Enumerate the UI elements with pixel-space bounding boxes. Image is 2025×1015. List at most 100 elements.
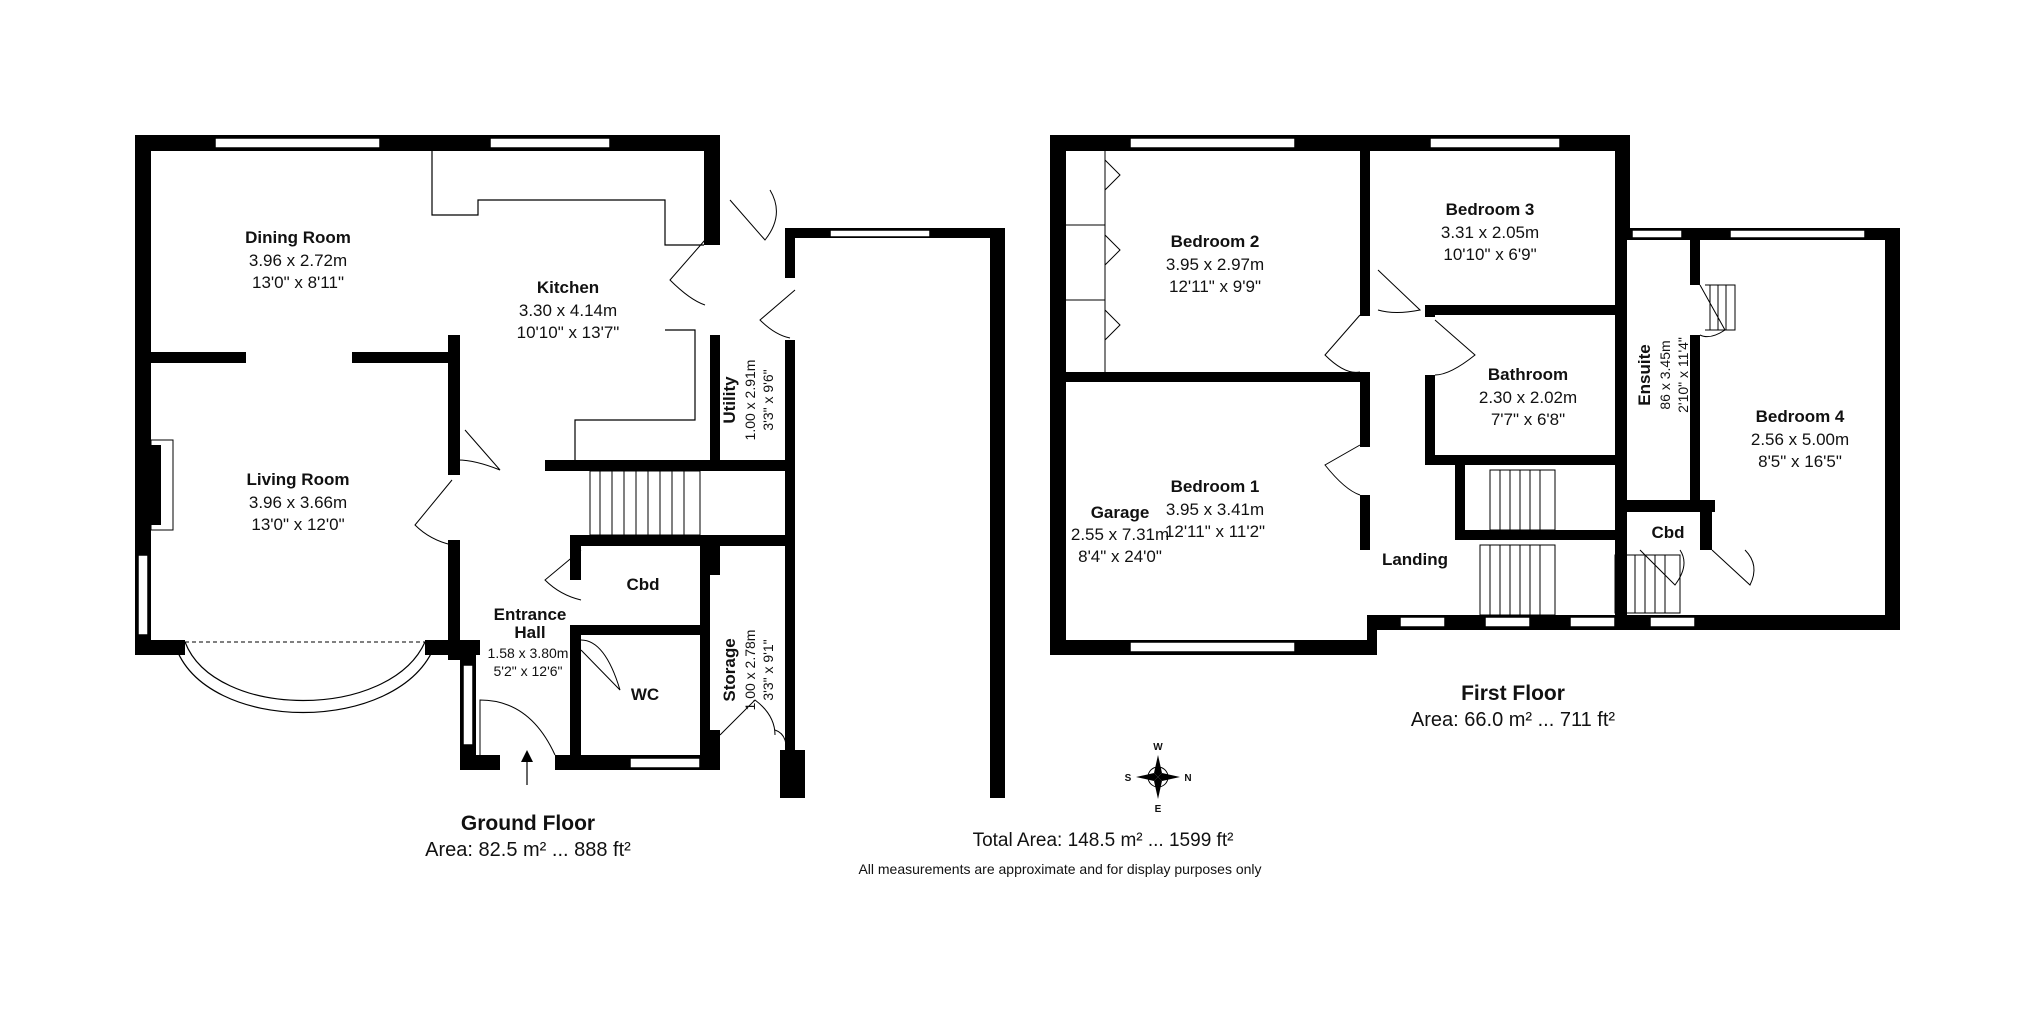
wall	[990, 228, 1005, 798]
bay-window	[174, 644, 436, 714]
compass-label: W	[1153, 742, 1163, 753]
room-metric: 3.31 x 2.05m	[1441, 223, 1539, 242]
ground-floor-labels: Dining Room 3.96 x 2.72m 13'0" x 8'11" K…	[245, 228, 1169, 861]
room-name: WC	[631, 685, 659, 704]
compass-label: N	[1184, 773, 1191, 784]
room-name: Hall	[514, 623, 545, 642]
totals: Total Area: 148.5 m² ... 1599 ft² All me…	[858, 830, 1261, 877]
wardrobe	[1066, 151, 1121, 372]
wall	[460, 755, 500, 770]
wall	[1455, 530, 1615, 540]
window	[489, 137, 611, 149]
room-imperial: 13'0" x 8'11"	[252, 273, 344, 292]
window	[1129, 137, 1296, 149]
room-name: Cbd	[1651, 523, 1684, 542]
wall	[1425, 305, 1625, 315]
room-name: Ensuite	[1635, 344, 1654, 405]
window	[1484, 616, 1531, 628]
window	[1399, 616, 1446, 628]
wall	[352, 352, 452, 363]
first-floor-labels: Bedroom 2 3.95 x 2.97m 12'11" x 9'9" Bed…	[1165, 200, 1849, 731]
wall	[1066, 372, 1366, 382]
room-metric: 2.55 x 7.31m	[1071, 525, 1169, 544]
wall	[785, 228, 795, 278]
room-name: Garage	[1091, 503, 1150, 522]
room-name: Cbd	[626, 575, 659, 594]
wall	[151, 352, 246, 363]
room-name: Entrance	[494, 605, 567, 624]
wall	[1615, 240, 1627, 510]
door-swing	[580, 639, 621, 691]
door-swing	[1434, 319, 1476, 376]
room-name: Dining Room	[245, 228, 351, 247]
kitchen-counter	[574, 329, 696, 460]
wall	[1615, 135, 1630, 235]
door-swing	[759, 289, 796, 339]
window	[462, 664, 474, 746]
wall	[700, 545, 710, 770]
entrance-arrow	[521, 750, 533, 762]
window	[137, 554, 149, 636]
wall	[570, 535, 785, 546]
room-metric: 3.30 x 4.14m	[519, 301, 617, 320]
window	[1729, 229, 1866, 239]
room-name: Bedroom 4	[1756, 407, 1845, 426]
room-imperial: 12'11" x 11'2"	[1165, 522, 1265, 541]
wall	[1455, 465, 1465, 535]
door-swing	[729, 189, 777, 241]
room-metric: 2.30 x 2.02m	[1479, 388, 1577, 407]
staircase	[589, 470, 701, 536]
wall	[570, 535, 581, 580]
room-name: Bedroom 1	[1171, 477, 1260, 496]
wall	[1360, 151, 1370, 316]
wall	[1885, 228, 1900, 630]
wall	[710, 545, 720, 575]
ground-floor-plan	[135, 135, 1005, 798]
window	[1429, 137, 1561, 149]
room-imperial: 2'10" x 11'4"	[1675, 337, 1691, 413]
kitchen-counter	[431, 151, 704, 246]
room-name: Bathroom	[1488, 365, 1568, 384]
wall	[135, 640, 185, 655]
wall	[1700, 500, 1712, 550]
window	[829, 229, 931, 238]
room-metric: 2.56 x 5.00m	[1751, 430, 1849, 449]
compass-label: E	[1155, 804, 1162, 815]
wall	[710, 335, 720, 460]
room-metric: 1.00 x 2.91m	[742, 360, 758, 441]
wall	[1425, 375, 1435, 465]
door-swing	[457, 429, 501, 471]
wall	[570, 630, 581, 770]
door-swing	[719, 699, 776, 736]
room-imperial: 10'10" x 6'9"	[1443, 245, 1536, 264]
door-swing	[1639, 549, 1685, 586]
room-name: Landing	[1382, 550, 1448, 569]
room-imperial: 12'11" x 9'9"	[1169, 277, 1261, 296]
door-swing	[1324, 444, 1361, 496]
wall	[1375, 615, 1900, 630]
wall	[448, 335, 460, 475]
room-name: Kitchen	[537, 278, 599, 297]
wall	[1050, 135, 1066, 655]
wall	[448, 540, 460, 660]
bay-window	[184, 641, 426, 701]
wall	[1690, 335, 1700, 510]
compass-label: S	[1125, 773, 1132, 784]
wall	[1615, 550, 1627, 615]
room-imperial: 5'2" x 12'6"	[494, 663, 563, 679]
wall	[710, 730, 720, 770]
wall	[785, 340, 795, 750]
room-imperial: 13'0" x 12'0"	[251, 515, 344, 534]
wall	[545, 460, 785, 471]
room-name: Living Room	[247, 470, 350, 489]
room-imperial: 10'10" x 13'7"	[517, 323, 620, 342]
window	[629, 757, 701, 769]
room-metric: 3.95 x 3.41m	[1166, 500, 1264, 519]
wall	[1425, 455, 1625, 465]
window	[1631, 229, 1683, 239]
door-swing	[1377, 269, 1422, 313]
room-name: Storage	[720, 638, 739, 701]
front-door-swing	[479, 699, 556, 756]
door-swing	[414, 479, 453, 546]
